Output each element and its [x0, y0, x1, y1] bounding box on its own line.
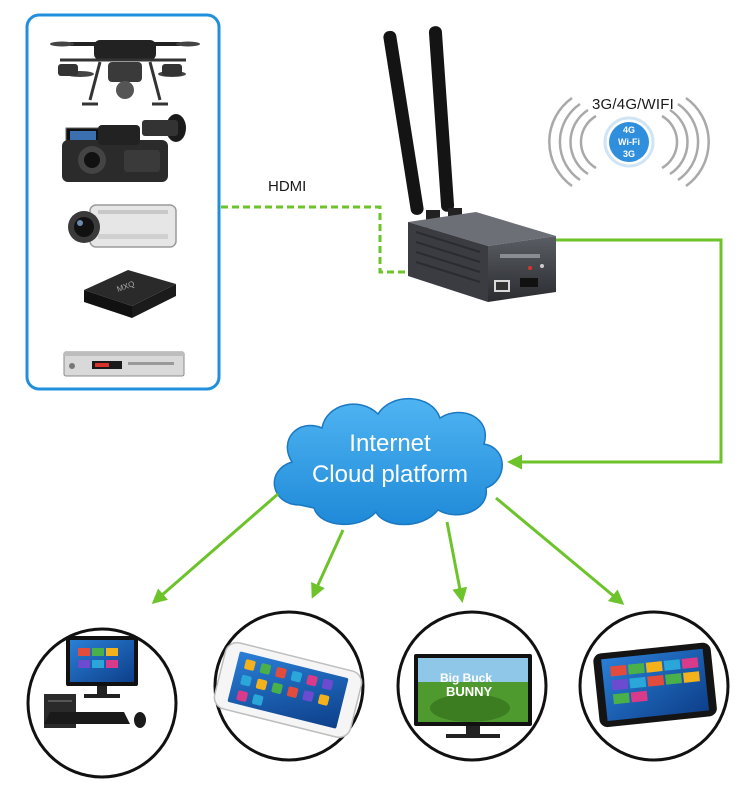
badge-4g-label: 4G [623, 125, 635, 135]
endpoint-tv: Big Buck BUNNY [396, 610, 548, 762]
cctv-camera-icon [68, 204, 177, 248]
smartphone-icon [213, 641, 363, 739]
cloud-subtitle: Cloud platform [311, 461, 469, 488]
endpoint-desktop [26, 627, 178, 779]
wireless-label: 3G/4G/WIFI [592, 96, 675, 113]
distribution-arrows [151, 492, 625, 605]
wireless-signal-icon: 4G Wi-Fi 3G [548, 96, 710, 188]
dvd-player-icon [63, 351, 185, 377]
encoder-device-icon [408, 212, 556, 302]
tv-box-icon: MXQ [84, 270, 176, 318]
endpoint-smartphone [213, 610, 365, 762]
tablet-icon [593, 642, 717, 728]
cloud-title: Internet [349, 430, 431, 457]
desktop-computer-icon [44, 636, 146, 728]
movie-title-label: Big Buck [440, 671, 492, 685]
endpoint-tablet [578, 610, 730, 762]
cloud-icon [273, 398, 503, 526]
tv-monitor-icon: Big Buck BUNNY [414, 654, 532, 738]
uplink-connector [507, 238, 723, 470]
movie-subtitle-label: BUNNY [446, 684, 493, 699]
camcorder-icon [62, 114, 186, 182]
antenna-icons [383, 26, 462, 228]
drone-icon [50, 40, 200, 106]
badge-wifi-label: Wi-Fi [618, 137, 640, 147]
badge-3g-label: 3G [623, 149, 635, 159]
hdmi-label: HDMI [268, 178, 307, 195]
hdmi-connector [221, 205, 408, 274]
source-devices-panel: MXQ [25, 13, 221, 391]
